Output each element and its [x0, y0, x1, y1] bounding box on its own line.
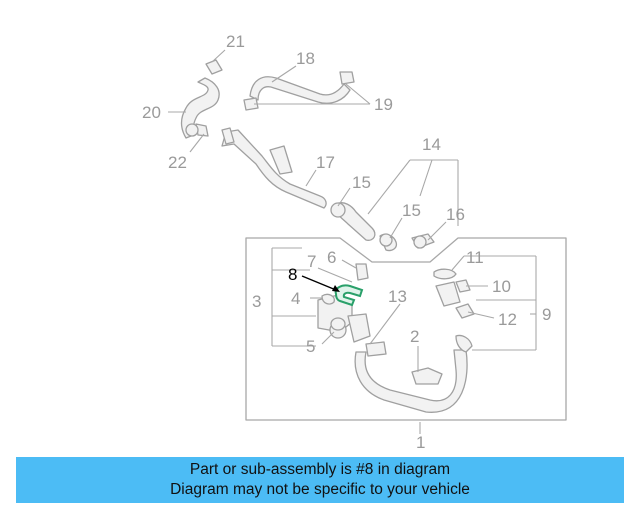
callout-5: 5 [306, 337, 315, 356]
banner-line-1: Part or sub-assembly is #8 in diagram [189, 461, 451, 478]
callout-18: 18 [296, 49, 315, 68]
hose-assembly-middle [330, 202, 435, 252]
callout-10: 10 [492, 277, 511, 296]
callout-15b: 15 [402, 201, 421, 220]
callout-13: 13 [388, 287, 407, 306]
callout-4: 4 [291, 289, 300, 308]
info-banner: Part or sub-assembly is #8 in diagram Di… [16, 457, 624, 503]
leader-arrow-8 [332, 285, 340, 292]
callout-22: 22 [168, 153, 187, 172]
banner-line-2: Diagram may not be specific to your vehi… [170, 481, 470, 498]
leader-line-8 [301, 275, 337, 291]
callout-3: 3 [252, 292, 261, 311]
callout-21: 21 [226, 32, 245, 51]
callout-8: 8 [288, 265, 297, 284]
hose-assembly-lower [317, 263, 475, 413]
part-8-clip [334, 284, 364, 307]
callout-20: 20 [142, 103, 161, 122]
hose-assembly-upper [180, 59, 355, 209]
callout-6: 6 [327, 248, 336, 267]
parts-diagram: 1 2 3 4 5 6 7 8 9 10 11 12 13 14 15 15 1… [142, 32, 567, 452]
callout-11: 11 [466, 248, 484, 267]
callout-14: 14 [422, 135, 441, 154]
callout-7: 7 [307, 252, 316, 271]
leader-lines [168, 49, 537, 434]
callout-15a: 15 [352, 173, 371, 192]
callout-9: 9 [542, 305, 551, 324]
callout-labels: 1 2 3 4 5 6 7 8 9 10 11 12 13 14 15 15 1… [142, 32, 551, 452]
callout-12: 12 [498, 310, 517, 329]
callout-2: 2 [410, 327, 419, 346]
callout-16: 16 [446, 205, 465, 224]
assembly-box-outline [245, 237, 567, 421]
callout-1: 1 [416, 433, 425, 452]
callout-19: 19 [374, 95, 393, 114]
callout-17: 17 [316, 153, 335, 172]
